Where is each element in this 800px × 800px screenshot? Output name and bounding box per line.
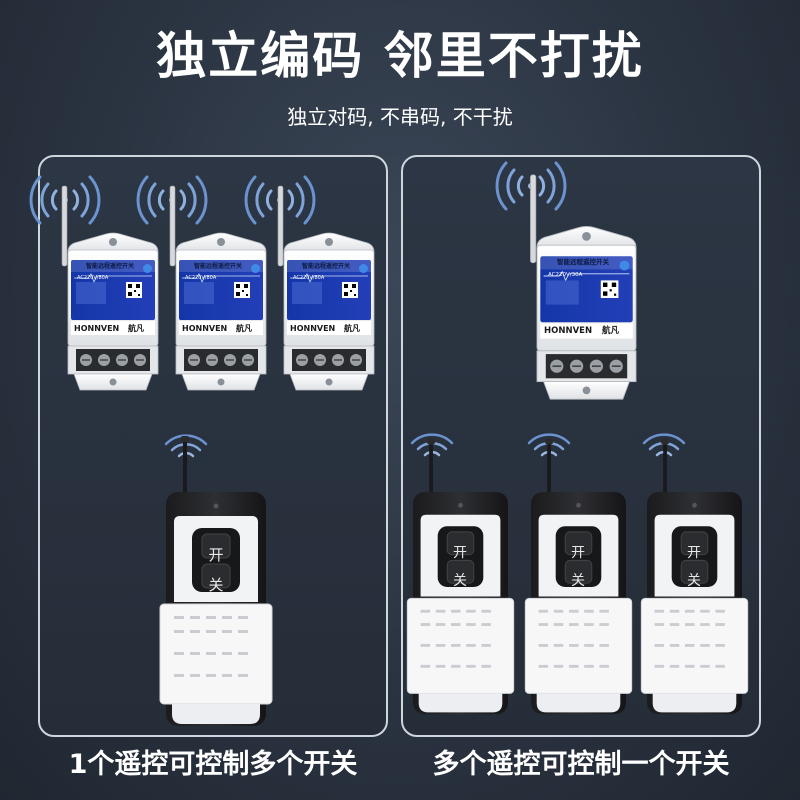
receiver-unit: 智能远程遥控开关 AC220V/80A HONNVEN 航凡 [277,185,375,391]
subheadline: 独立对码, 不串码, 不干扰 [287,105,513,129]
receiver-unit: 智能远程遥控开关 AC220V/80A HONNVEN 航凡 [61,185,159,391]
receiver-unit: 智能远程遥控开关 AC220V/30A HONNVEN 航凡 [529,173,637,401]
receiver-spec: AC220V/80A [77,275,109,281]
receiver-brand-cn: 航凡 [602,325,620,336]
off-button-label: 关 [453,573,467,589]
receiver-unit: 智能远程遥控开关 AC220V/80A HONNVEN 航凡 [169,185,267,391]
left-caption: 1个遥控可控制多个开关 [68,749,358,780]
receiver-spec: AC220V/30A [548,272,583,278]
receiver-brand-cn: 航凡 [344,323,360,333]
off-button-label: 关 [687,573,701,589]
on-button-label: 开 [571,545,585,561]
receiver-label-title: 智能远程遥控开关 [557,257,610,266]
receiver-brand: HONNVEN [290,324,335,333]
right-caption: 多个遥控可控制一个开关 [432,749,730,780]
receiver-spec: AC220V/80A [185,275,217,281]
receiver-label-title: 智能远程遥控开关 [86,262,134,270]
on-button-label: 开 [687,545,701,561]
receiver-brand: HONNVEN [74,324,119,333]
receiver-label-title: 智能远程遥控开关 [302,262,350,270]
remote-control: 开 关 [524,438,633,715]
off-button-label: 关 [571,573,585,589]
remote-control: 开 关 [159,435,273,727]
receiver-label-title: 智能远程遥控开关 [194,262,242,270]
headline: 独立编码 邻里不打扰 [156,27,644,85]
off-button-label: 关 [208,576,223,594]
on-button-label: 开 [453,545,467,561]
receiver-brand-cn: 航凡 [236,323,252,333]
remote-control: 开 关 [640,438,749,715]
receiver-brand: HONNVEN [182,324,227,333]
receiver-brand-cn: 航凡 [128,323,144,333]
receiver-brand: HONNVEN [544,326,592,336]
remote-control: 开 关 [406,438,515,715]
on-button-label: 开 [208,546,223,564]
receiver-spec: AC220V/80A [293,275,325,281]
